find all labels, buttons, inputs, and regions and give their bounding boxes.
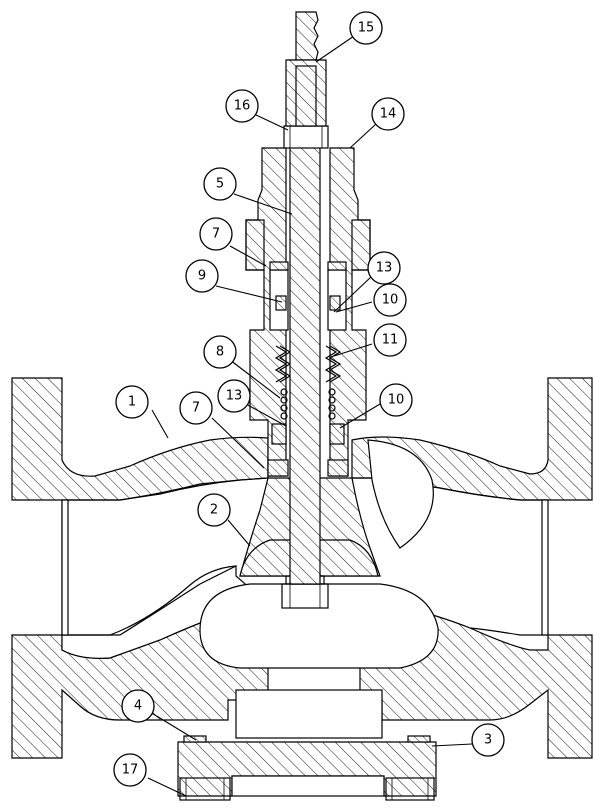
- balloon-13a: 13: [367, 251, 401, 285]
- top-nuts: [283, 59, 329, 149]
- bottom-cover: [177, 735, 437, 801]
- balloon-4: 4: [121, 689, 155, 723]
- balloon-15: 15: [349, 11, 383, 45]
- balloon-11: 11: [373, 323, 407, 357]
- balloon-5: 5: [203, 167, 237, 201]
- svg-text:13: 13: [226, 389, 243, 404]
- balloon-1: 1: [115, 385, 149, 419]
- svg-text:8: 8: [216, 345, 224, 360]
- svg-text:13: 13: [376, 261, 393, 276]
- balloon-2: 2: [197, 493, 231, 527]
- svg-text:10: 10: [388, 393, 405, 408]
- balloon-17: 17: [113, 753, 147, 787]
- spring: [280, 388, 336, 420]
- valve-body: [11, 377, 593, 759]
- balloon-3: 3: [471, 723, 505, 757]
- svg-text:10: 10: [382, 293, 399, 308]
- svg-text:1: 1: [128, 395, 136, 410]
- svg-text:16: 16: [234, 99, 251, 114]
- svg-text:7: 7: [212, 227, 220, 242]
- balloon-10b: 10: [379, 383, 413, 417]
- svg-text:9: 9: [198, 269, 206, 284]
- balloon-7b: 7: [179, 391, 213, 425]
- svg-text:5: 5: [216, 177, 224, 192]
- svg-text:2: 2: [210, 503, 218, 518]
- svg-text:3: 3: [484, 733, 492, 748]
- bushings: [267, 261, 349, 477]
- balloon-8: 8: [203, 335, 237, 369]
- balloon-9: 9: [185, 259, 219, 293]
- svg-text:15: 15: [358, 21, 375, 36]
- svg-text:11: 11: [382, 333, 399, 348]
- leader-lines: [147, 35, 473, 797]
- part-balloons: 15 16 14 5 7 9 13 10 11 8 1 13 7 10 2 4 …: [113, 11, 505, 787]
- balloon-13b: 13: [217, 379, 251, 413]
- balloon-16: 16: [225, 89, 259, 123]
- svg-text:4: 4: [134, 699, 142, 714]
- balloon-10a: 10: [373, 283, 407, 317]
- svg-text:17: 17: [122, 763, 139, 778]
- svg-text:14: 14: [380, 107, 397, 122]
- balloon-14: 14: [371, 97, 405, 131]
- bonnet: [245, 147, 371, 477]
- balloon-7a: 7: [199, 217, 233, 251]
- svg-text:7: 7: [192, 401, 200, 416]
